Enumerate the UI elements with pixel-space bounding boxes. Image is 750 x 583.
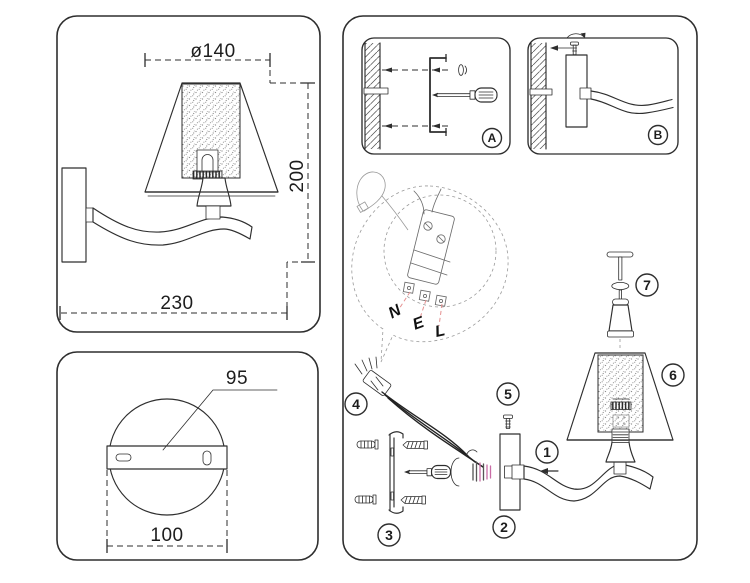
part-shade: 6 <box>566 352 685 463</box>
leader-line <box>162 389 278 451</box>
part-6-badge <box>661 363 685 387</box>
screw-axis-lines <box>382 69 452 127</box>
panel-assembly: A B <box>342 15 698 561</box>
small-screw <box>458 64 467 76</box>
finial-handle <box>606 251 634 258</box>
part-5-badge <box>496 382 520 406</box>
push-arrow <box>550 45 573 51</box>
mains-cable-stub <box>529 88 553 96</box>
shade-fabric <box>597 354 644 433</box>
wire-connector <box>354 356 392 396</box>
bracket-edge-view <box>429 57 447 133</box>
screw-bottom <box>400 495 426 505</box>
lamp-arm <box>590 90 674 114</box>
part-connector-wires: 4 <box>344 356 484 487</box>
rotate-arrow <box>566 32 586 39</box>
part-bracket-fixings: 3 <box>354 431 452 547</box>
step-a-label: A <box>488 131 497 145</box>
lamp-side-drawing <box>61 82 279 263</box>
socket-thread <box>610 401 632 410</box>
part-7-badge <box>635 273 659 297</box>
wall-anchor-top <box>356 439 379 450</box>
holder-cap <box>612 298 629 306</box>
mounting-bracket <box>388 431 404 514</box>
part-3-number: 3 <box>385 527 393 543</box>
part-4-badge <box>344 392 368 416</box>
part-finial: 7 <box>606 251 659 351</box>
screwdriver <box>432 87 498 103</box>
insert-arrow <box>540 468 559 474</box>
holder-base <box>607 330 634 338</box>
arm-connector <box>579 87 592 100</box>
lamp-holder-cone <box>608 304 633 332</box>
panel-side-view: ø140 200 230 <box>56 15 321 333</box>
part-5-number: 5 <box>504 386 512 402</box>
hole-spacing-label: 95 <box>226 368 248 389</box>
screw-top <box>402 440 428 450</box>
socket-body <box>612 414 630 428</box>
plate-width-label: 100 <box>150 525 183 546</box>
wall-section <box>365 43 380 149</box>
wire-label-leaders <box>398 291 443 327</box>
part-screw: 5 <box>496 382 520 429</box>
wire-1 <box>381 391 469 457</box>
panel-backplate-view: 95 100 <box>56 351 319 561</box>
callout-balloon <box>351 185 509 363</box>
wall-anchor-bottom <box>354 494 377 505</box>
lamp-arm <box>92 207 253 246</box>
wall-plate <box>61 167 87 263</box>
wire-2 <box>384 394 476 463</box>
finial-stem <box>618 256 623 281</box>
wire-3 <box>387 397 484 468</box>
threaded-nipple <box>611 428 630 443</box>
part-1-badge <box>535 440 559 464</box>
screw-head <box>503 414 513 419</box>
plate-connector <box>85 207 94 223</box>
step-b-label: B <box>654 128 663 142</box>
neck-connector <box>613 461 627 475</box>
wall-section <box>531 43 546 149</box>
step-b-badge <box>647 124 669 146</box>
terminal-block <box>402 188 455 307</box>
part-2-badge <box>492 515 516 539</box>
part-7-number: 7 <box>643 277 651 293</box>
screw-slot <box>202 450 212 466</box>
detail-circle <box>383 194 497 308</box>
mounting-bar <box>106 445 228 470</box>
part-3-badge <box>377 523 401 547</box>
screw-shaft <box>505 418 511 429</box>
arm-connector <box>511 464 525 480</box>
part-6-number: 6 <box>669 367 677 383</box>
shade-diameter-label: ø140 <box>190 41 235 62</box>
mains-cable-stub <box>363 87 389 95</box>
part-4-number: 4 <box>352 396 360 412</box>
dimension-lines <box>59 53 315 320</box>
cable-tie <box>356 171 409 231</box>
shade-neck <box>605 441 636 463</box>
wire-coil <box>465 449 492 482</box>
live-label: L <box>434 322 447 341</box>
neck-connector <box>205 205 221 220</box>
part-2-number: 2 <box>500 519 508 535</box>
step-a-badge <box>481 127 503 149</box>
height-label: 200 <box>287 159 308 192</box>
step-b: B <box>527 32 679 155</box>
top-screw <box>570 41 579 56</box>
part-arm: 1 <box>511 440 654 502</box>
width-dimension <box>106 470 228 553</box>
step-a: A <box>361 37 511 155</box>
screwdriver <box>404 464 452 480</box>
keyhole-slot <box>115 453 132 462</box>
part-1-number: 1 <box>543 444 551 460</box>
depth-label: 230 <box>160 293 193 314</box>
bulb-socket <box>192 149 223 180</box>
